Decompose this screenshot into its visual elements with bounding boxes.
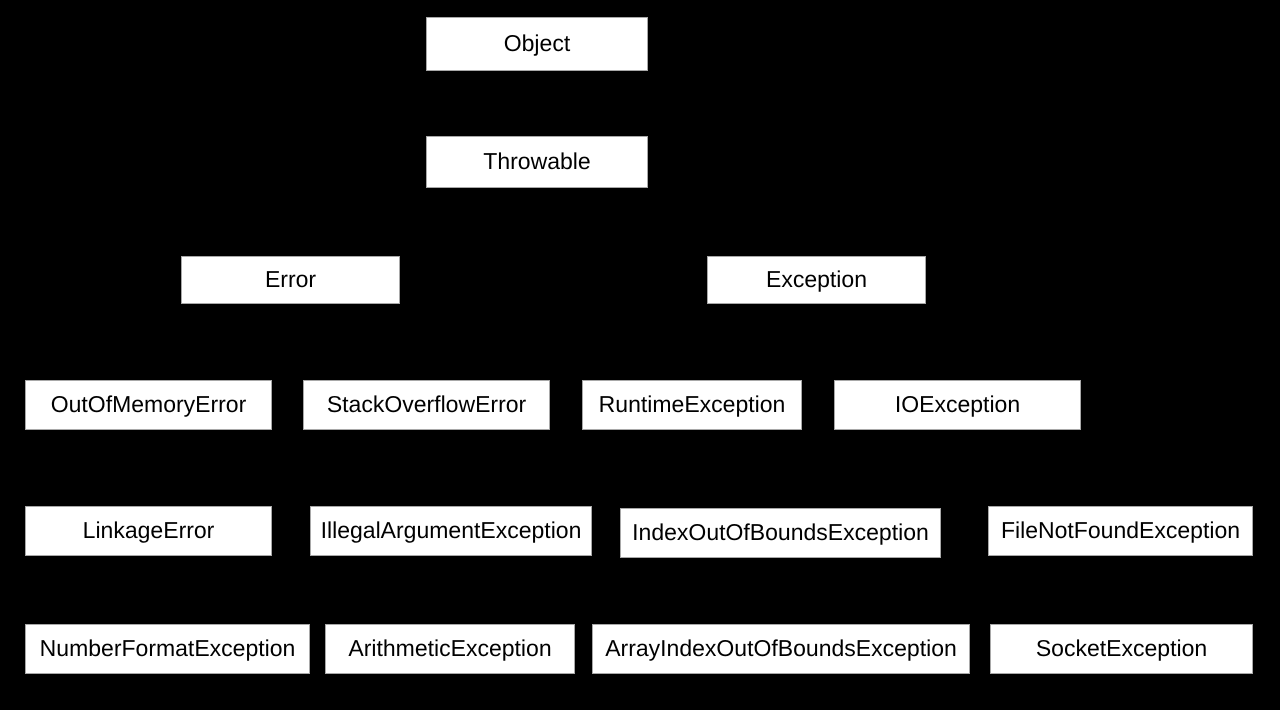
class-node-label: Exception [765, 266, 867, 292]
class-node-label: Object [503, 30, 571, 56]
class-node-label: SocketException [1035, 635, 1208, 661]
class-node: Object [426, 17, 648, 71]
class-node: IllegalArgumentException [310, 506, 592, 556]
class-node: OutOfMemoryError [25, 380, 272, 430]
class-node: IOException [834, 380, 1081, 430]
class-node: RuntimeException [582, 380, 802, 430]
class-node-label: Throwable [483, 148, 591, 174]
class-node: ArithmeticException [325, 624, 575, 674]
class-node-label: IndexOutOfBoundsException [632, 519, 929, 545]
class-node-label: ArrayIndexOutOfBoundsException [605, 635, 957, 661]
class-node: StackOverflowError [303, 380, 550, 430]
class-node: ArrayIndexOutOfBoundsException [592, 624, 970, 674]
class-node: FileNotFoundException [988, 506, 1253, 556]
class-node-label: LinkageError [82, 517, 215, 543]
class-node: Exception [707, 256, 926, 304]
class-node: SocketException [990, 624, 1253, 674]
class-node-label: NumberFormatException [39, 635, 296, 661]
class-node-label: StackOverflowError [326, 391, 527, 417]
class-node: IndexOutOfBoundsException [620, 508, 941, 558]
class-node: LinkageError [25, 506, 272, 556]
class-node: NumberFormatException [25, 624, 310, 674]
class-node-label: OutOfMemoryError [50, 391, 247, 417]
class-node-label: Error [264, 266, 317, 292]
class-node-label: IOException [894, 391, 1021, 417]
class-node-label: FileNotFoundException [1000, 517, 1241, 543]
class-node-label: RuntimeException [598, 391, 786, 417]
class-node: Error [181, 256, 400, 304]
class-node-label: ArithmeticException [348, 635, 552, 661]
class-node: Throwable [426, 136, 648, 188]
class-node-label: IllegalArgumentException [320, 517, 582, 543]
